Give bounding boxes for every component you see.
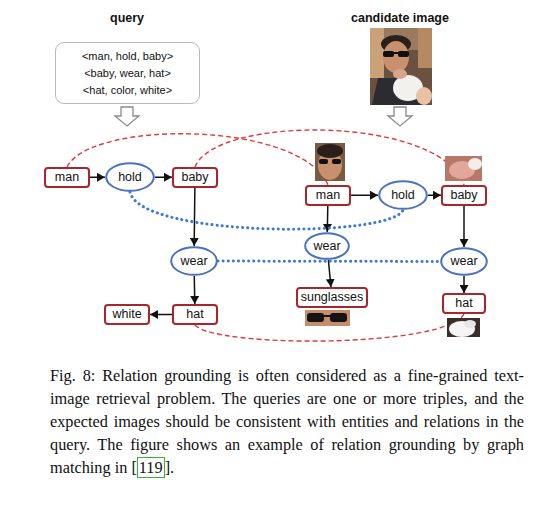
match-dotted-line bbox=[218, 260, 440, 263]
entity-box: hat bbox=[442, 293, 486, 314]
ellipse-shape bbox=[379, 181, 427, 209]
graph-arrow bbox=[90, 176, 105, 178]
query-box: <man, hold, baby><baby, wear, hat><hat, … bbox=[55, 42, 200, 104]
relation-ellipse: hold bbox=[105, 162, 155, 192]
match-dotted-line bbox=[130, 192, 403, 229]
query-triple: <man, hold, baby> bbox=[82, 48, 173, 65]
ellipse-shape bbox=[106, 163, 154, 191]
ellipse-shape bbox=[305, 233, 349, 259]
hollow-arrow bbox=[388, 107, 412, 126]
graph-arrow bbox=[428, 194, 441, 196]
node-label: white bbox=[112, 308, 141, 321]
node-label: wear bbox=[450, 255, 477, 268]
figure-caption: Fig. 8: Relation grounding is often cons… bbox=[50, 364, 524, 479]
node-label: hold bbox=[118, 171, 142, 184]
entity-box: hat bbox=[172, 304, 218, 325]
relation-ellipse: wear bbox=[440, 247, 488, 276]
graph-arrow bbox=[193, 188, 195, 246]
citation-box: 119 bbox=[137, 457, 165, 478]
panel-heading: candidate image bbox=[351, 11, 449, 25]
node-label: baby bbox=[450, 189, 477, 202]
entity-box: sunglasses bbox=[296, 287, 368, 308]
node-label: hold bbox=[391, 189, 415, 202]
relation-ellipse: wear bbox=[304, 232, 350, 260]
query-triple: <hat, color, white> bbox=[83, 82, 172, 99]
graph-arrow bbox=[194, 276, 196, 304]
node-label: man bbox=[316, 189, 340, 202]
hollow-arrow bbox=[115, 107, 139, 126]
entity-box: baby bbox=[172, 167, 218, 188]
match-dashed-line bbox=[195, 130, 464, 185]
node-label: hat bbox=[186, 308, 203, 321]
graph-arrow bbox=[328, 260, 331, 287]
graph-arrow bbox=[155, 176, 172, 178]
node-label: wear bbox=[313, 240, 340, 253]
entity-box: man bbox=[44, 167, 90, 188]
ellipse-shape bbox=[441, 248, 487, 275]
entity-box: man bbox=[305, 185, 351, 206]
baby-crop bbox=[445, 156, 482, 181]
panel-heading: query bbox=[110, 11, 144, 25]
man-crop bbox=[315, 143, 345, 181]
ellipse-shape bbox=[171, 247, 217, 275]
graph-arrow bbox=[463, 206, 465, 247]
graph-arrow bbox=[150, 314, 172, 316]
node-label: sunglasses bbox=[301, 291, 364, 304]
attribute-box: white bbox=[104, 304, 150, 325]
graph-arrow bbox=[463, 276, 465, 293]
node-label: hat bbox=[455, 297, 472, 310]
node-label: baby bbox=[181, 171, 208, 184]
query-triple: <baby, wear, hat> bbox=[84, 65, 171, 82]
graph-arrow bbox=[327, 206, 329, 232]
match-dashed-line bbox=[195, 314, 464, 341]
candidate-photo bbox=[370, 28, 432, 105]
entity-box: baby bbox=[441, 185, 487, 206]
relation-ellipse: wear bbox=[170, 246, 218, 276]
node-label: wear bbox=[180, 255, 207, 268]
graph-arrow bbox=[351, 194, 378, 196]
sunglasses-crop bbox=[305, 310, 350, 326]
node-label: man bbox=[55, 171, 79, 184]
hat-crop bbox=[447, 318, 480, 337]
relation-ellipse: hold bbox=[378, 180, 428, 210]
